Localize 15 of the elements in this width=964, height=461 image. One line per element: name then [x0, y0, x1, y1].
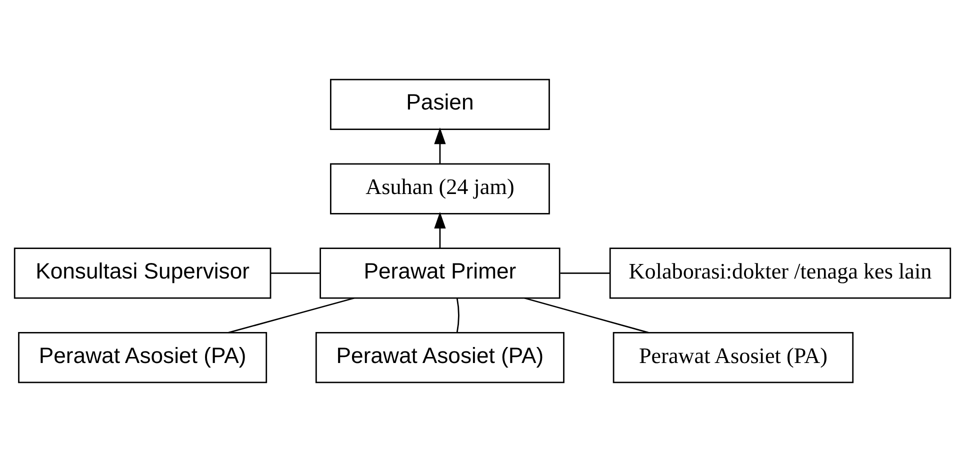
node-box: Perawat Asosiet (PA)	[18, 331, 267, 383]
connector	[560, 272, 610, 274]
node-box: Pasien	[330, 78, 550, 130]
node-box: Konsultasi Supervisor	[13, 247, 271, 298]
arrow	[434, 127, 446, 164]
connector	[456, 298, 459, 332]
node-box: Kolaborasi:dokter /tenaga kes lain	[608, 247, 951, 298]
node-box: Asuhan (24 jam)	[330, 162, 550, 214]
connector	[228, 296, 354, 333]
node-box: Perawat Asosiet (PA)	[612, 331, 854, 383]
connector	[524, 296, 648, 333]
arrow	[434, 211, 446, 248]
node-box: Perawat Primer	[319, 247, 560, 298]
node-box: Perawat Asosiet (PA)	[314, 331, 564, 383]
connector	[270, 272, 320, 274]
